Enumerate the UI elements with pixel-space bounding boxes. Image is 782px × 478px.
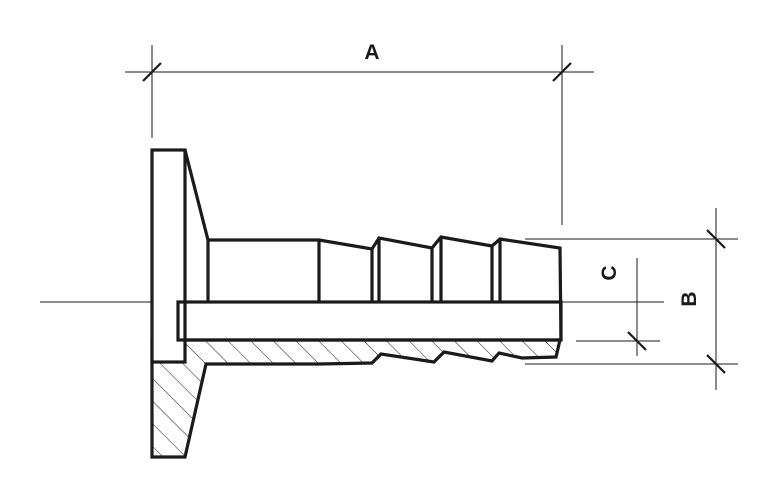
dimension-b: B (525, 208, 738, 390)
dimension-a: A (125, 41, 594, 225)
label-b: B (678, 291, 701, 306)
dimension-c: C (576, 258, 660, 356)
label-a: A (364, 41, 379, 64)
section-half (150, 338, 563, 459)
exterior-half (150, 148, 563, 364)
bore (176, 300, 563, 342)
label-c: C (598, 265, 621, 280)
flange-rect (150, 148, 187, 364)
